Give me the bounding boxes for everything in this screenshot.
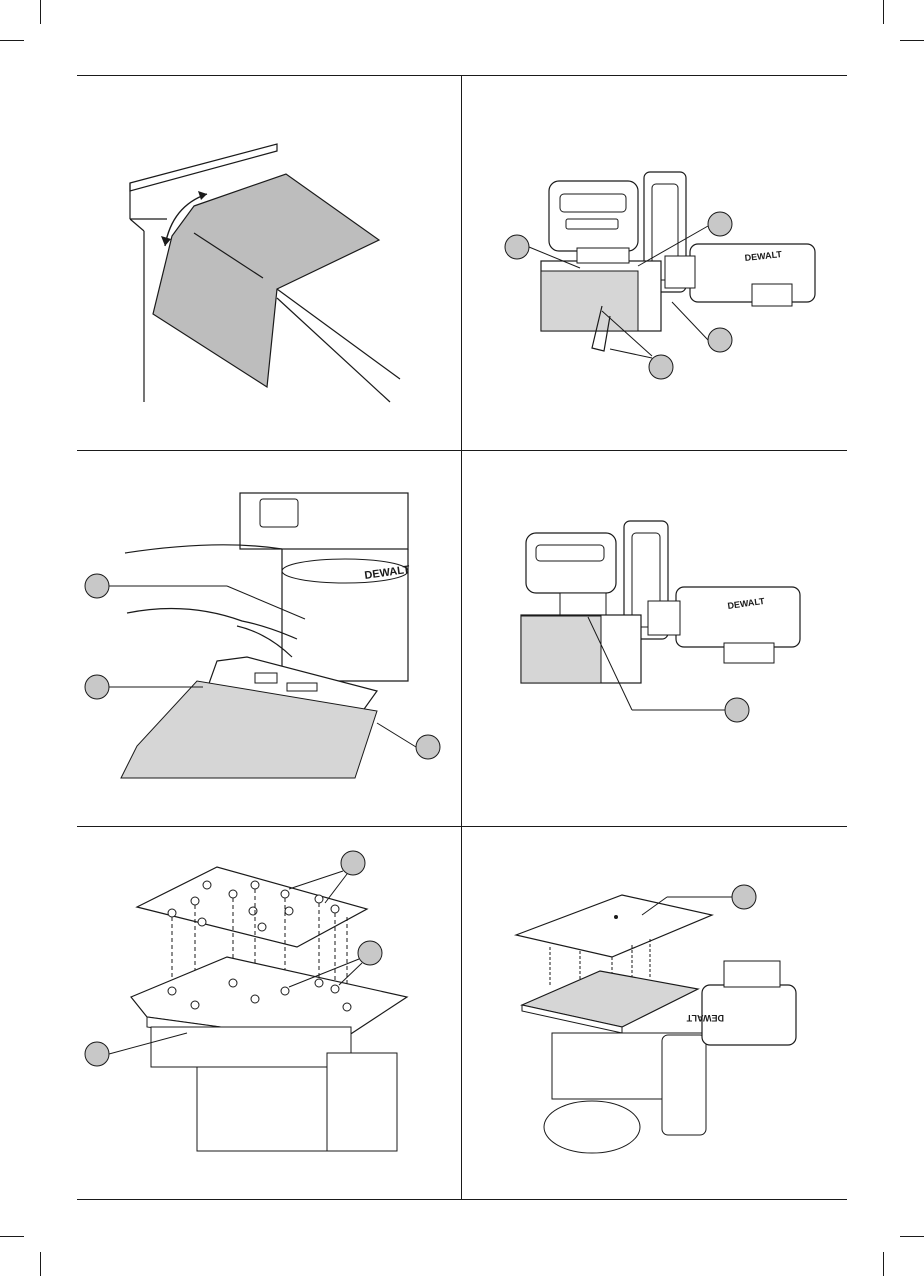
- sander-clamp-callout-illustration: DEWALT: [462, 451, 847, 826]
- figure-panel-d: DEWALT: [462, 451, 847, 826]
- svg-text:DEWALT: DEWALT: [686, 1013, 724, 1023]
- figure-panel-e: [77, 827, 461, 1199]
- svg-text:DEWALT: DEWALT: [364, 564, 411, 582]
- crop-mark: [883, 0, 884, 24]
- figure-panel-b: DEWALT: [462, 76, 847, 450]
- clamp-lever-illustration: DEWALT: [77, 451, 461, 826]
- grid-rule-bottom: [77, 1199, 847, 1200]
- punch-plate-alignment-illustration: [77, 827, 461, 1199]
- crop-mark: [900, 40, 924, 41]
- figure-panel-f: DEWALT: [462, 827, 847, 1199]
- crop-mark: [40, 1252, 41, 1276]
- crop-mark: [900, 1236, 924, 1237]
- crop-mark: [883, 1252, 884, 1276]
- punch-plate-install-illustration: DEWALT: [462, 827, 847, 1199]
- crop-mark: [40, 0, 41, 24]
- sandpaper-fold-illustration: [77, 76, 461, 450]
- sander-clamp-illustration: DEWALT: [462, 76, 847, 450]
- figure-panel-a: [77, 76, 461, 450]
- crop-mark: [0, 40, 24, 41]
- figure-panel-c: DEWALT: [77, 451, 461, 826]
- crop-mark: [0, 1236, 24, 1237]
